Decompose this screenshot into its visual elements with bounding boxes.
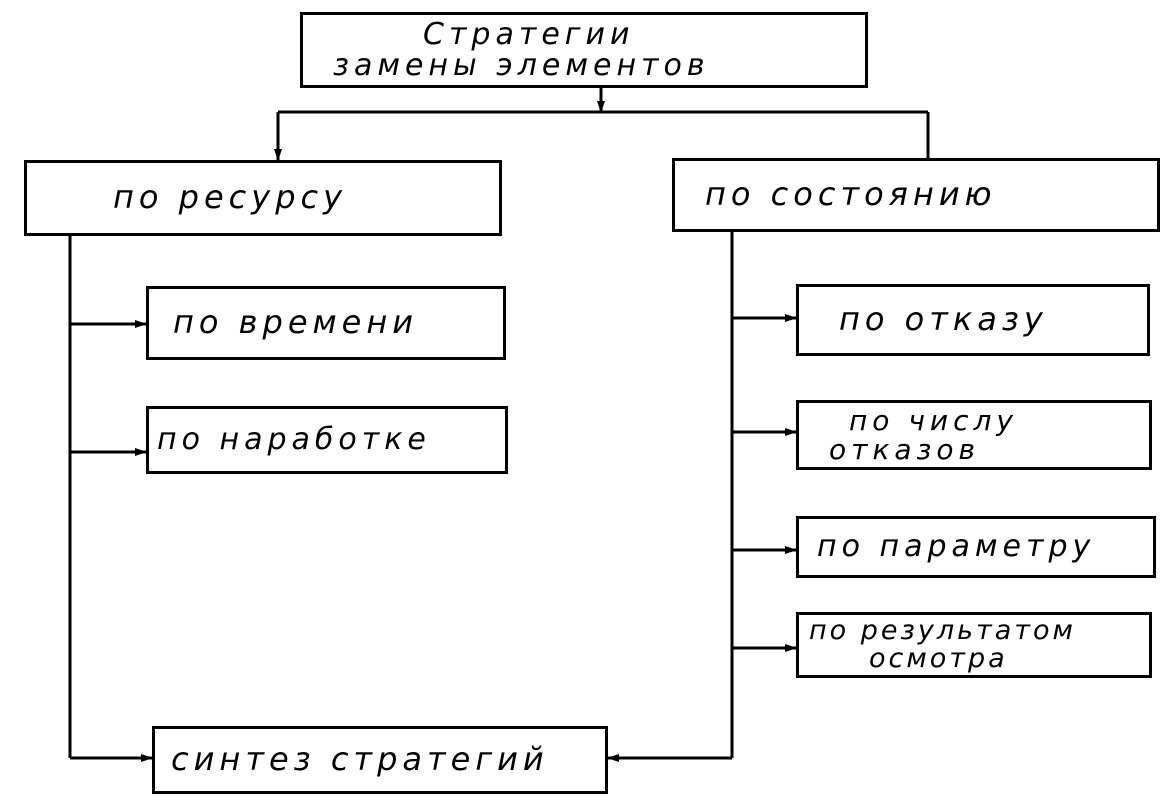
by-resource-box: по ресурсу: [24, 160, 502, 236]
root-title-line1: Стратегии: [423, 16, 635, 52]
by-parameter-box: по параметру: [796, 516, 1156, 578]
by-condition-box: по состоянию: [672, 158, 1160, 232]
root-title-line2: замены элементов: [333, 48, 710, 83]
by-failure-box: по отказу: [796, 284, 1150, 356]
by-condition-label: по состоянию: [705, 175, 997, 214]
by-operating-time-label: по наработке: [157, 422, 431, 458]
by-operating-time-box: по наработке: [146, 406, 508, 474]
by-failure-label: по отказу: [839, 300, 1048, 339]
by-resource-label: по ресурсу: [113, 178, 348, 217]
by-failure-count-box: по числу отказов: [796, 400, 1152, 470]
by-failure-count-line2: отказов: [829, 433, 981, 466]
by-failure-count-line1: по числу: [849, 403, 1018, 437]
synthesis-box: синтез стратегий: [152, 726, 608, 794]
by-inspection-line2: осмотра: [869, 643, 1008, 674]
by-inspection-box: по результатом осмотра: [796, 612, 1152, 678]
by-time-box: по времени: [146, 286, 506, 360]
by-time-label: по времени: [173, 303, 419, 342]
root-box: Стратегии замены элементов: [300, 12, 868, 88]
by-parameter-label: по параметру: [817, 529, 1096, 565]
by-inspection-line1: по результатом: [809, 614, 1076, 646]
synthesis-label: синтез стратегий: [171, 740, 549, 779]
